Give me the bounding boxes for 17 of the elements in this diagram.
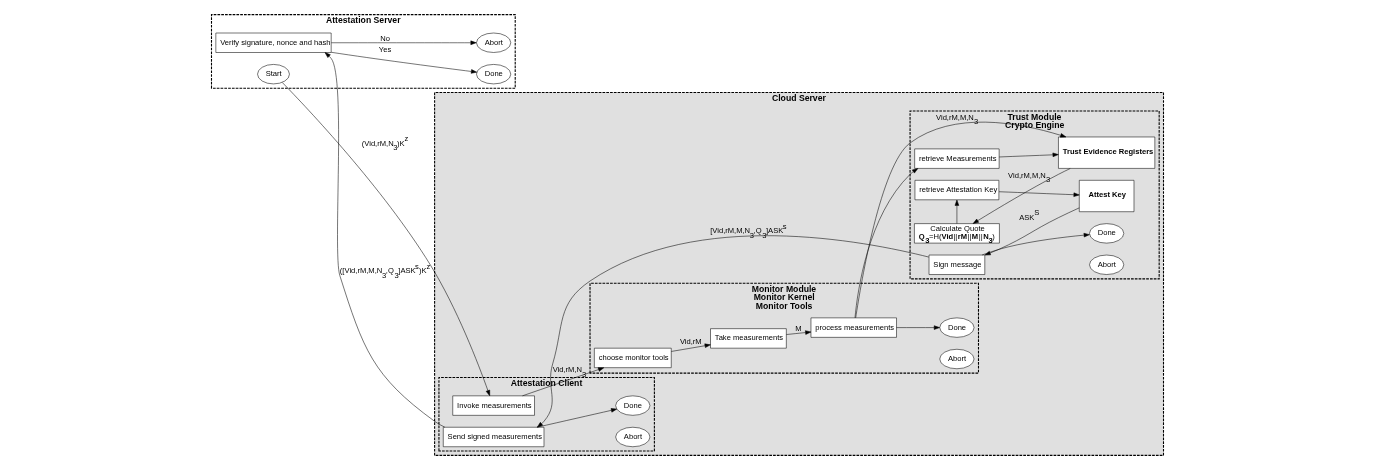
arrow — [954, 199, 959, 224]
arrow — [972, 168, 1071, 224]
arrow — [281, 82, 490, 396]
arrow — [536, 235, 929, 428]
arrow — [998, 152, 1059, 158]
arrow — [854, 168, 918, 319]
arrow — [854, 121, 1066, 319]
arrow — [998, 191, 1080, 197]
arrow — [670, 343, 711, 352]
arrow — [981, 233, 1090, 256]
arrow — [536, 408, 617, 428]
arrow — [895, 325, 940, 330]
arrow — [785, 330, 811, 335]
arrow — [330, 40, 476, 45]
arrow — [521, 367, 604, 397]
arrow — [330, 52, 477, 74]
arrow — [984, 207, 1079, 256]
